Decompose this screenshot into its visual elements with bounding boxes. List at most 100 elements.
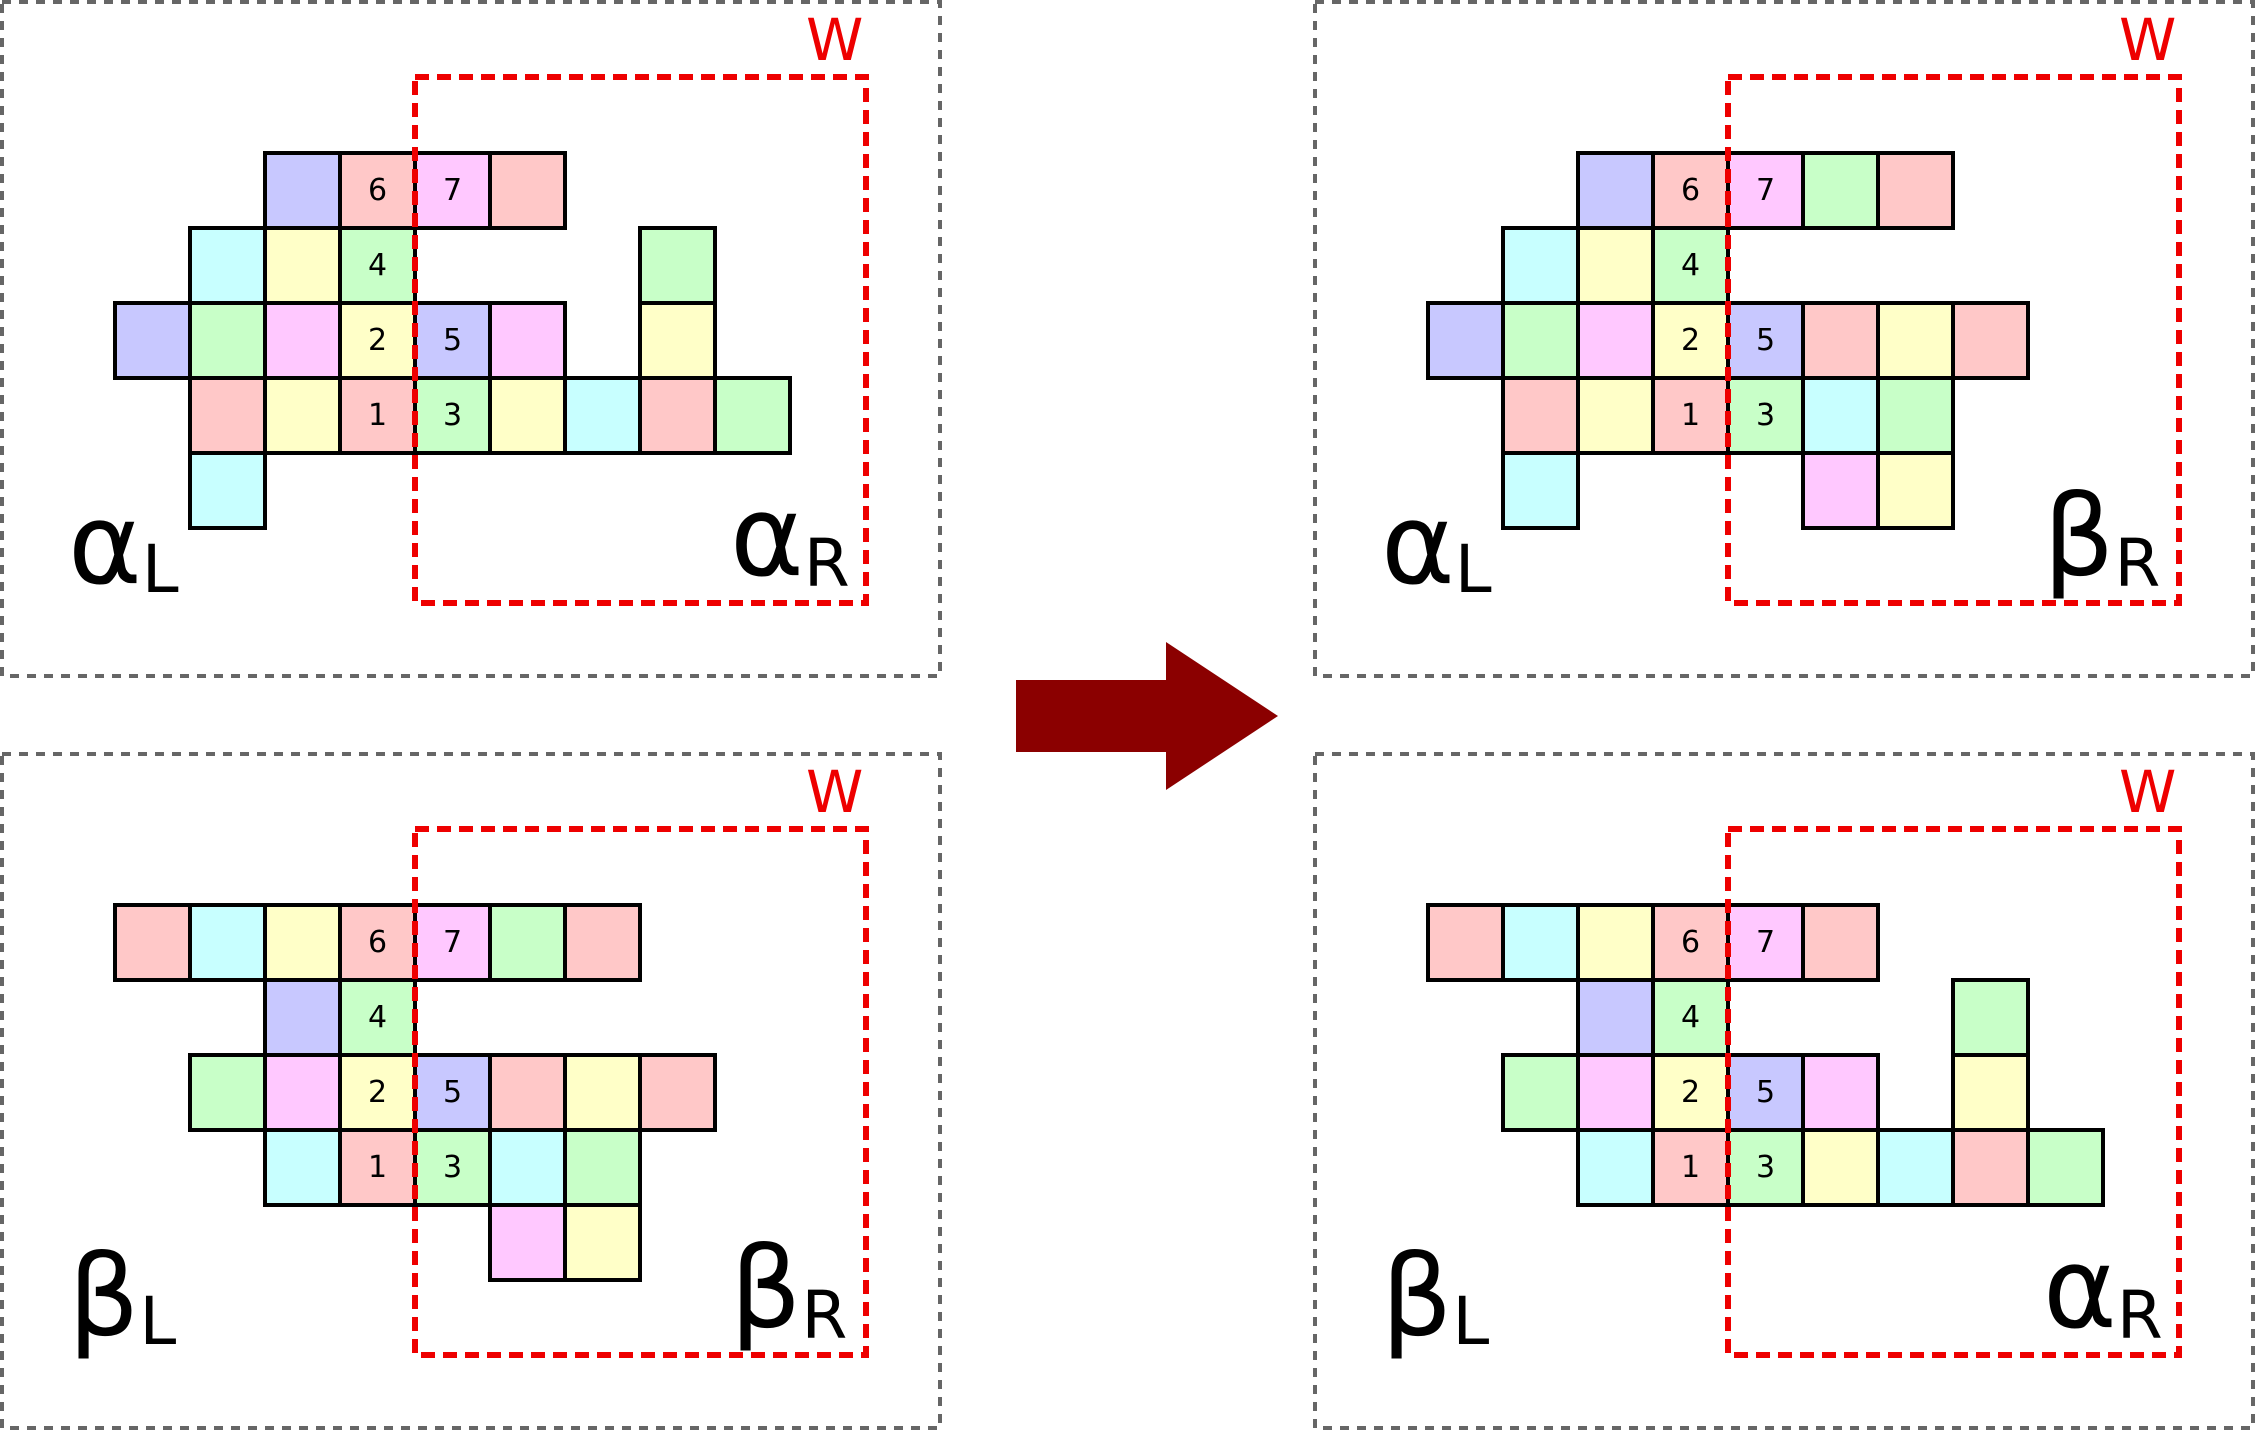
cell-number: 7 bbox=[1756, 925, 1775, 960]
transition-arrow bbox=[1016, 642, 1278, 790]
cell-number: 1 bbox=[1681, 398, 1700, 433]
left-region-label: βL bbox=[1381, 1232, 1489, 1362]
cell-number: 4 bbox=[1681, 1000, 1700, 1035]
cell bbox=[2026, 1128, 2105, 1207]
cell bbox=[338, 1128, 417, 1207]
cell bbox=[563, 1203, 642, 1282]
panel-frame bbox=[0, 0, 942, 678]
cell bbox=[338, 903, 417, 982]
cell bbox=[488, 1128, 567, 1207]
cell bbox=[1576, 903, 1655, 982]
cell bbox=[1651, 226, 1730, 305]
panel-frame bbox=[1313, 752, 2255, 1430]
cell bbox=[1576, 376, 1655, 455]
cell bbox=[188, 376, 267, 455]
cell bbox=[1426, 301, 1505, 380]
cell-number: 2 bbox=[368, 323, 387, 358]
cell-number: 2 bbox=[1681, 323, 1700, 358]
cell bbox=[1801, 451, 1880, 530]
cell bbox=[263, 903, 342, 982]
cell bbox=[713, 376, 792, 455]
left-region-label: βL bbox=[68, 1232, 176, 1362]
window-frame bbox=[412, 826, 869, 1358]
cell bbox=[1951, 1128, 2030, 1207]
cell bbox=[263, 226, 342, 305]
cell bbox=[188, 903, 267, 982]
cell bbox=[188, 451, 267, 530]
window-label: W bbox=[806, 6, 863, 74]
window-frame bbox=[1725, 826, 2182, 1358]
cell bbox=[1876, 1128, 1955, 1207]
cell-number: 6 bbox=[1681, 925, 1700, 960]
cell bbox=[263, 1053, 342, 1132]
cell bbox=[1651, 376, 1730, 455]
cell bbox=[488, 1203, 567, 1282]
cell bbox=[263, 376, 342, 455]
cell bbox=[1576, 1128, 1655, 1207]
cell-number: 4 bbox=[368, 1000, 387, 1035]
cell bbox=[1501, 226, 1580, 305]
cell bbox=[188, 1053, 267, 1132]
cell bbox=[563, 376, 642, 455]
cell bbox=[1501, 1053, 1580, 1132]
cell-number: 6 bbox=[368, 925, 387, 960]
cell bbox=[488, 1053, 567, 1132]
cell bbox=[413, 301, 492, 380]
window-label: W bbox=[2119, 758, 2176, 826]
right-region-label: βR bbox=[2043, 472, 2160, 602]
cell bbox=[638, 226, 717, 305]
window-frame bbox=[412, 74, 869, 606]
window-label: W bbox=[2119, 6, 2176, 74]
cell bbox=[1576, 1053, 1655, 1132]
cell bbox=[263, 301, 342, 380]
cell bbox=[1576, 301, 1655, 380]
cell-number: 7 bbox=[443, 925, 462, 960]
cell bbox=[1876, 451, 1955, 530]
cell bbox=[1501, 376, 1580, 455]
cell bbox=[1951, 978, 2030, 1057]
panel-frame bbox=[0, 752, 942, 1430]
cell bbox=[638, 376, 717, 455]
cell bbox=[1876, 301, 1955, 380]
cell bbox=[563, 1053, 642, 1132]
cell-number: 2 bbox=[1681, 1075, 1700, 1110]
cell bbox=[1726, 151, 1805, 230]
cell bbox=[413, 903, 492, 982]
panel-frame bbox=[1313, 0, 2255, 678]
cell-number: 1 bbox=[368, 1150, 387, 1185]
cell bbox=[1801, 151, 1880, 230]
cell bbox=[338, 376, 417, 455]
cell bbox=[1801, 301, 1880, 380]
cell-number: 5 bbox=[1756, 323, 1775, 358]
cell bbox=[563, 1128, 642, 1207]
cell bbox=[188, 301, 267, 380]
cell bbox=[638, 1053, 717, 1132]
cell bbox=[1951, 301, 2030, 380]
right-region-label: βR bbox=[730, 1224, 847, 1354]
cell-number: 2 bbox=[368, 1075, 387, 1110]
cell bbox=[1876, 376, 1955, 455]
cell bbox=[1576, 151, 1655, 230]
cell-number: 7 bbox=[1756, 173, 1775, 208]
cell bbox=[1501, 451, 1580, 530]
cell-number: 6 bbox=[368, 173, 387, 208]
cell-number: 4 bbox=[368, 248, 387, 283]
cell bbox=[1951, 1053, 2030, 1132]
window-frame bbox=[1725, 74, 2182, 606]
cell bbox=[263, 151, 342, 230]
cell bbox=[488, 376, 567, 455]
cell bbox=[1426, 903, 1505, 982]
right-arrow-icon bbox=[1016, 642, 1278, 790]
cell-number: 5 bbox=[443, 323, 462, 358]
cell bbox=[638, 301, 717, 380]
cell-number: 3 bbox=[1756, 1150, 1775, 1185]
cell bbox=[113, 903, 192, 982]
